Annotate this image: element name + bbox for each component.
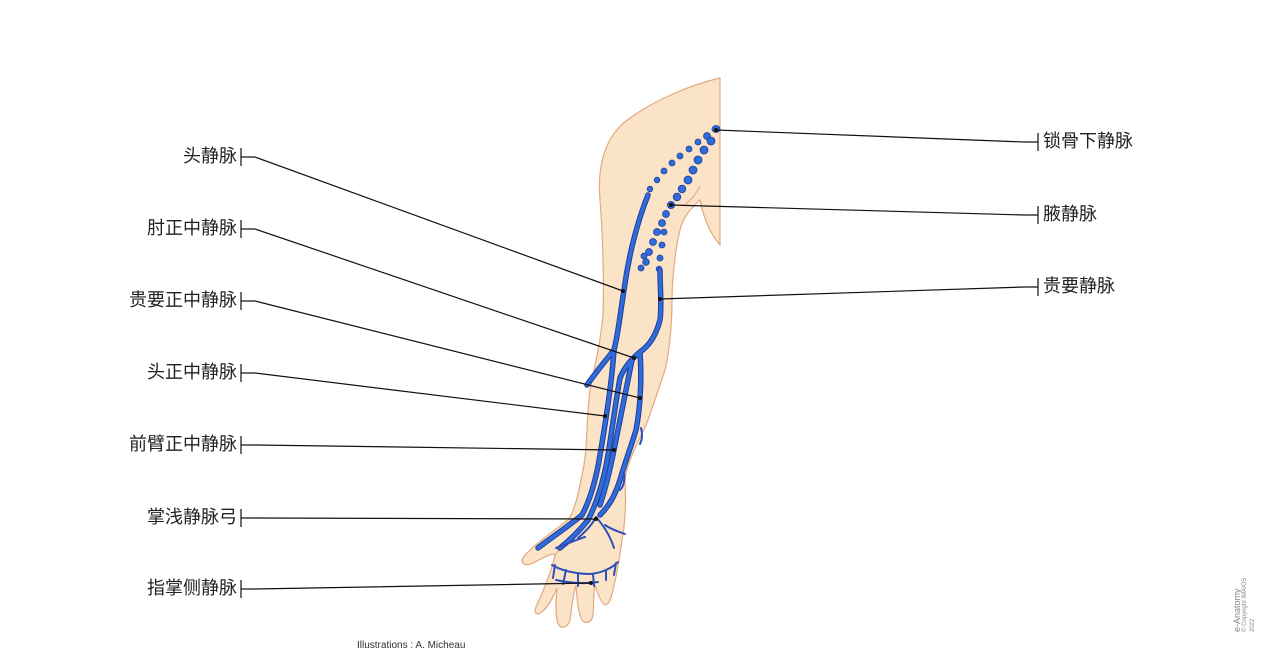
illustration-credit: Illustrations : A. Micheau [357,640,466,651]
label-basilic-vein: 贵要静脉 [1043,276,1115,297]
leader-lines [240,129,1039,598]
label-median-cephalic-vein: 头正中静脉 [147,362,237,383]
brand-watermark: e-Anatomy © Copyright IMAIOS 2022 [1232,576,1257,632]
label-superficial-palmar-venous-arch: 掌浅静脉弓 [147,507,237,528]
brand-name: e-Anatomy [1232,588,1242,632]
label-median-cubital-vein: 肘正中静脉 [147,218,237,239]
leader-dots [589,128,718,585]
label-cephalic-vein: 头静脉 [183,146,237,167]
label-median-basilic-vein: 贵要正中静脉 [129,290,237,311]
arm-silhouette [521,77,721,628]
armpit-line [683,185,701,207]
label-median-antebrachial-vein: 前臂正中静脉 [129,434,237,455]
label-subclavian-vein: 锁骨下静脉 [1043,131,1133,152]
deep-veins [637,125,721,273]
label-palmar-digital-veins: 指掌侧静脉 [147,578,237,599]
arm-outline [521,77,721,628]
label-axillary-vein: 腋静脉 [1043,204,1097,225]
brand-copyright: © Copyright IMAIOS 2022 [1242,577,1256,632]
